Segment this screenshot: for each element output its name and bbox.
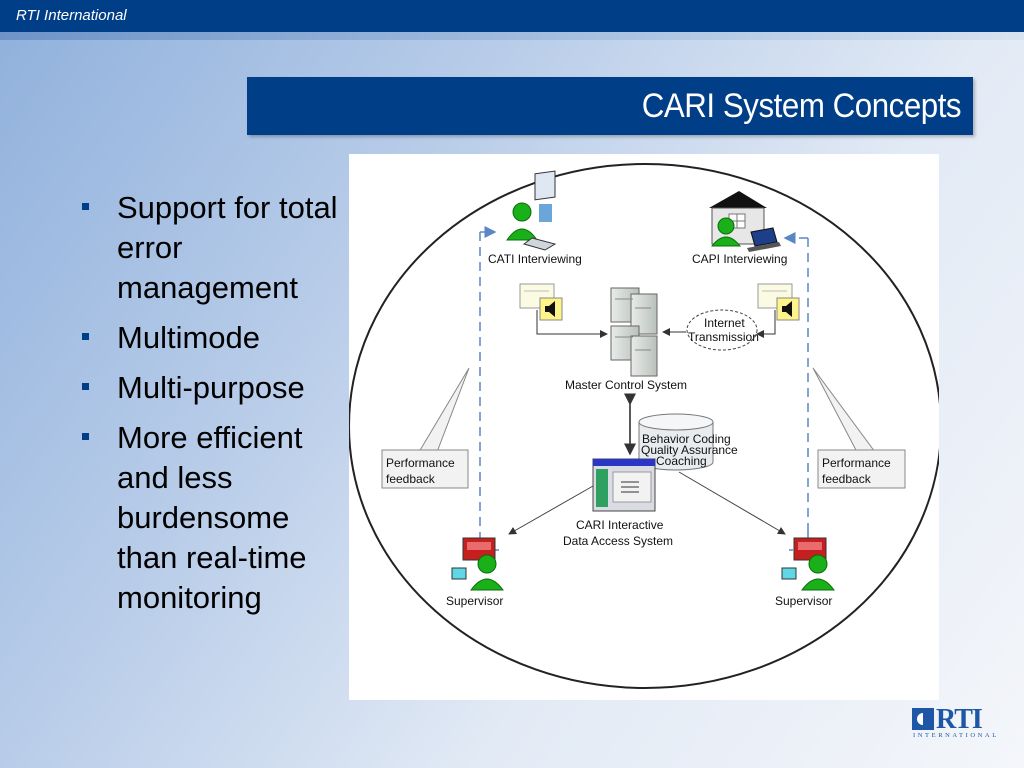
internet-label-2: Transmission bbox=[688, 330, 759, 344]
supervisor-left-label: Supervisor bbox=[446, 594, 503, 608]
bullet-item: More efficient and less burdensome than … bbox=[80, 418, 350, 618]
bullet-marker-icon bbox=[82, 333, 89, 340]
top-stripe bbox=[0, 32, 1024, 40]
title-bar: CARI System Concepts bbox=[247, 77, 973, 135]
diagram-svg: CATI Interviewing CAPI Interviewing bbox=[349, 163, 939, 689]
supervisor-left-icon bbox=[451, 537, 504, 591]
db-label-1: Behavior Coding bbox=[642, 432, 731, 446]
rti-logo: RTI INTERNATIONAL bbox=[910, 704, 996, 742]
bullet-marker-icon bbox=[82, 203, 89, 210]
internet-cloud-icon bbox=[686, 309, 758, 351]
bullet-item: Multimode bbox=[80, 318, 350, 358]
capi-house-icon bbox=[709, 191, 781, 252]
bullet-marker-icon bbox=[82, 383, 89, 390]
cati-interviewer-icon bbox=[506, 170, 557, 251]
perf-feedback-right-callout bbox=[812, 367, 906, 489]
internet-label-1: Internet bbox=[704, 316, 745, 330]
slide-title: CARI System Concepts bbox=[641, 87, 962, 125]
master-control-label: Master Control System bbox=[565, 378, 687, 392]
cati-recording-icon bbox=[519, 283, 563, 321]
perf-right-label-1: Performance bbox=[822, 456, 891, 470]
bullet-marker-icon bbox=[82, 433, 89, 440]
cari-to-supervisor-left-arrow bbox=[508, 485, 594, 535]
top-band: RTI International bbox=[0, 0, 1024, 32]
db-label-2: Quality Assurance bbox=[641, 443, 738, 457]
org-name: RTI International bbox=[16, 7, 127, 24]
capi-recording-icon bbox=[757, 283, 800, 321]
cari-screen-icon bbox=[592, 458, 656, 512]
perf-left-label-2: feedback bbox=[386, 472, 436, 486]
bullet-item: Multi-purpose bbox=[80, 368, 350, 408]
rti-logo-sub: INTERNATIONAL bbox=[913, 732, 999, 739]
master-server-icon bbox=[610, 287, 658, 377]
supervisor-right-label: Supervisor bbox=[775, 594, 832, 608]
capi-to-internet-line bbox=[756, 310, 776, 338]
supervisor-right-icon bbox=[781, 537, 835, 591]
cari-label-2: Data Access System bbox=[563, 534, 673, 548]
cari-diagram: CATI Interviewing CAPI Interviewing bbox=[349, 154, 939, 700]
system-ellipse bbox=[349, 163, 939, 689]
perf-feedback-left-callout bbox=[381, 367, 470, 489]
bullet-text: More efficient and less burdensome than … bbox=[117, 420, 307, 615]
database-icon bbox=[638, 413, 714, 471]
rti-logo-word: RTI bbox=[936, 704, 983, 735]
bullet-text: Multimode bbox=[117, 320, 260, 355]
bullet-list: Support for total error management Multi… bbox=[80, 188, 350, 628]
capi-label: CAPI Interviewing bbox=[692, 252, 787, 266]
cati-to-server-arrow bbox=[536, 310, 608, 338]
db-label-3: Coaching bbox=[656, 454, 707, 468]
cari-to-supervisor-right-arrow bbox=[678, 471, 786, 535]
perf-right-label-2: feedback bbox=[822, 472, 872, 486]
bullet-text: Multi-purpose bbox=[117, 370, 305, 405]
bullet-item: Support for total error management bbox=[80, 188, 350, 308]
perf-left-label-1: Performance bbox=[386, 456, 455, 470]
cari-label-1: CARI Interactive bbox=[576, 518, 664, 532]
rti-logo-mark-icon bbox=[912, 708, 934, 730]
bullet-text: Support for total error management bbox=[117, 190, 338, 305]
cati-label: CATI Interviewing bbox=[488, 252, 582, 266]
